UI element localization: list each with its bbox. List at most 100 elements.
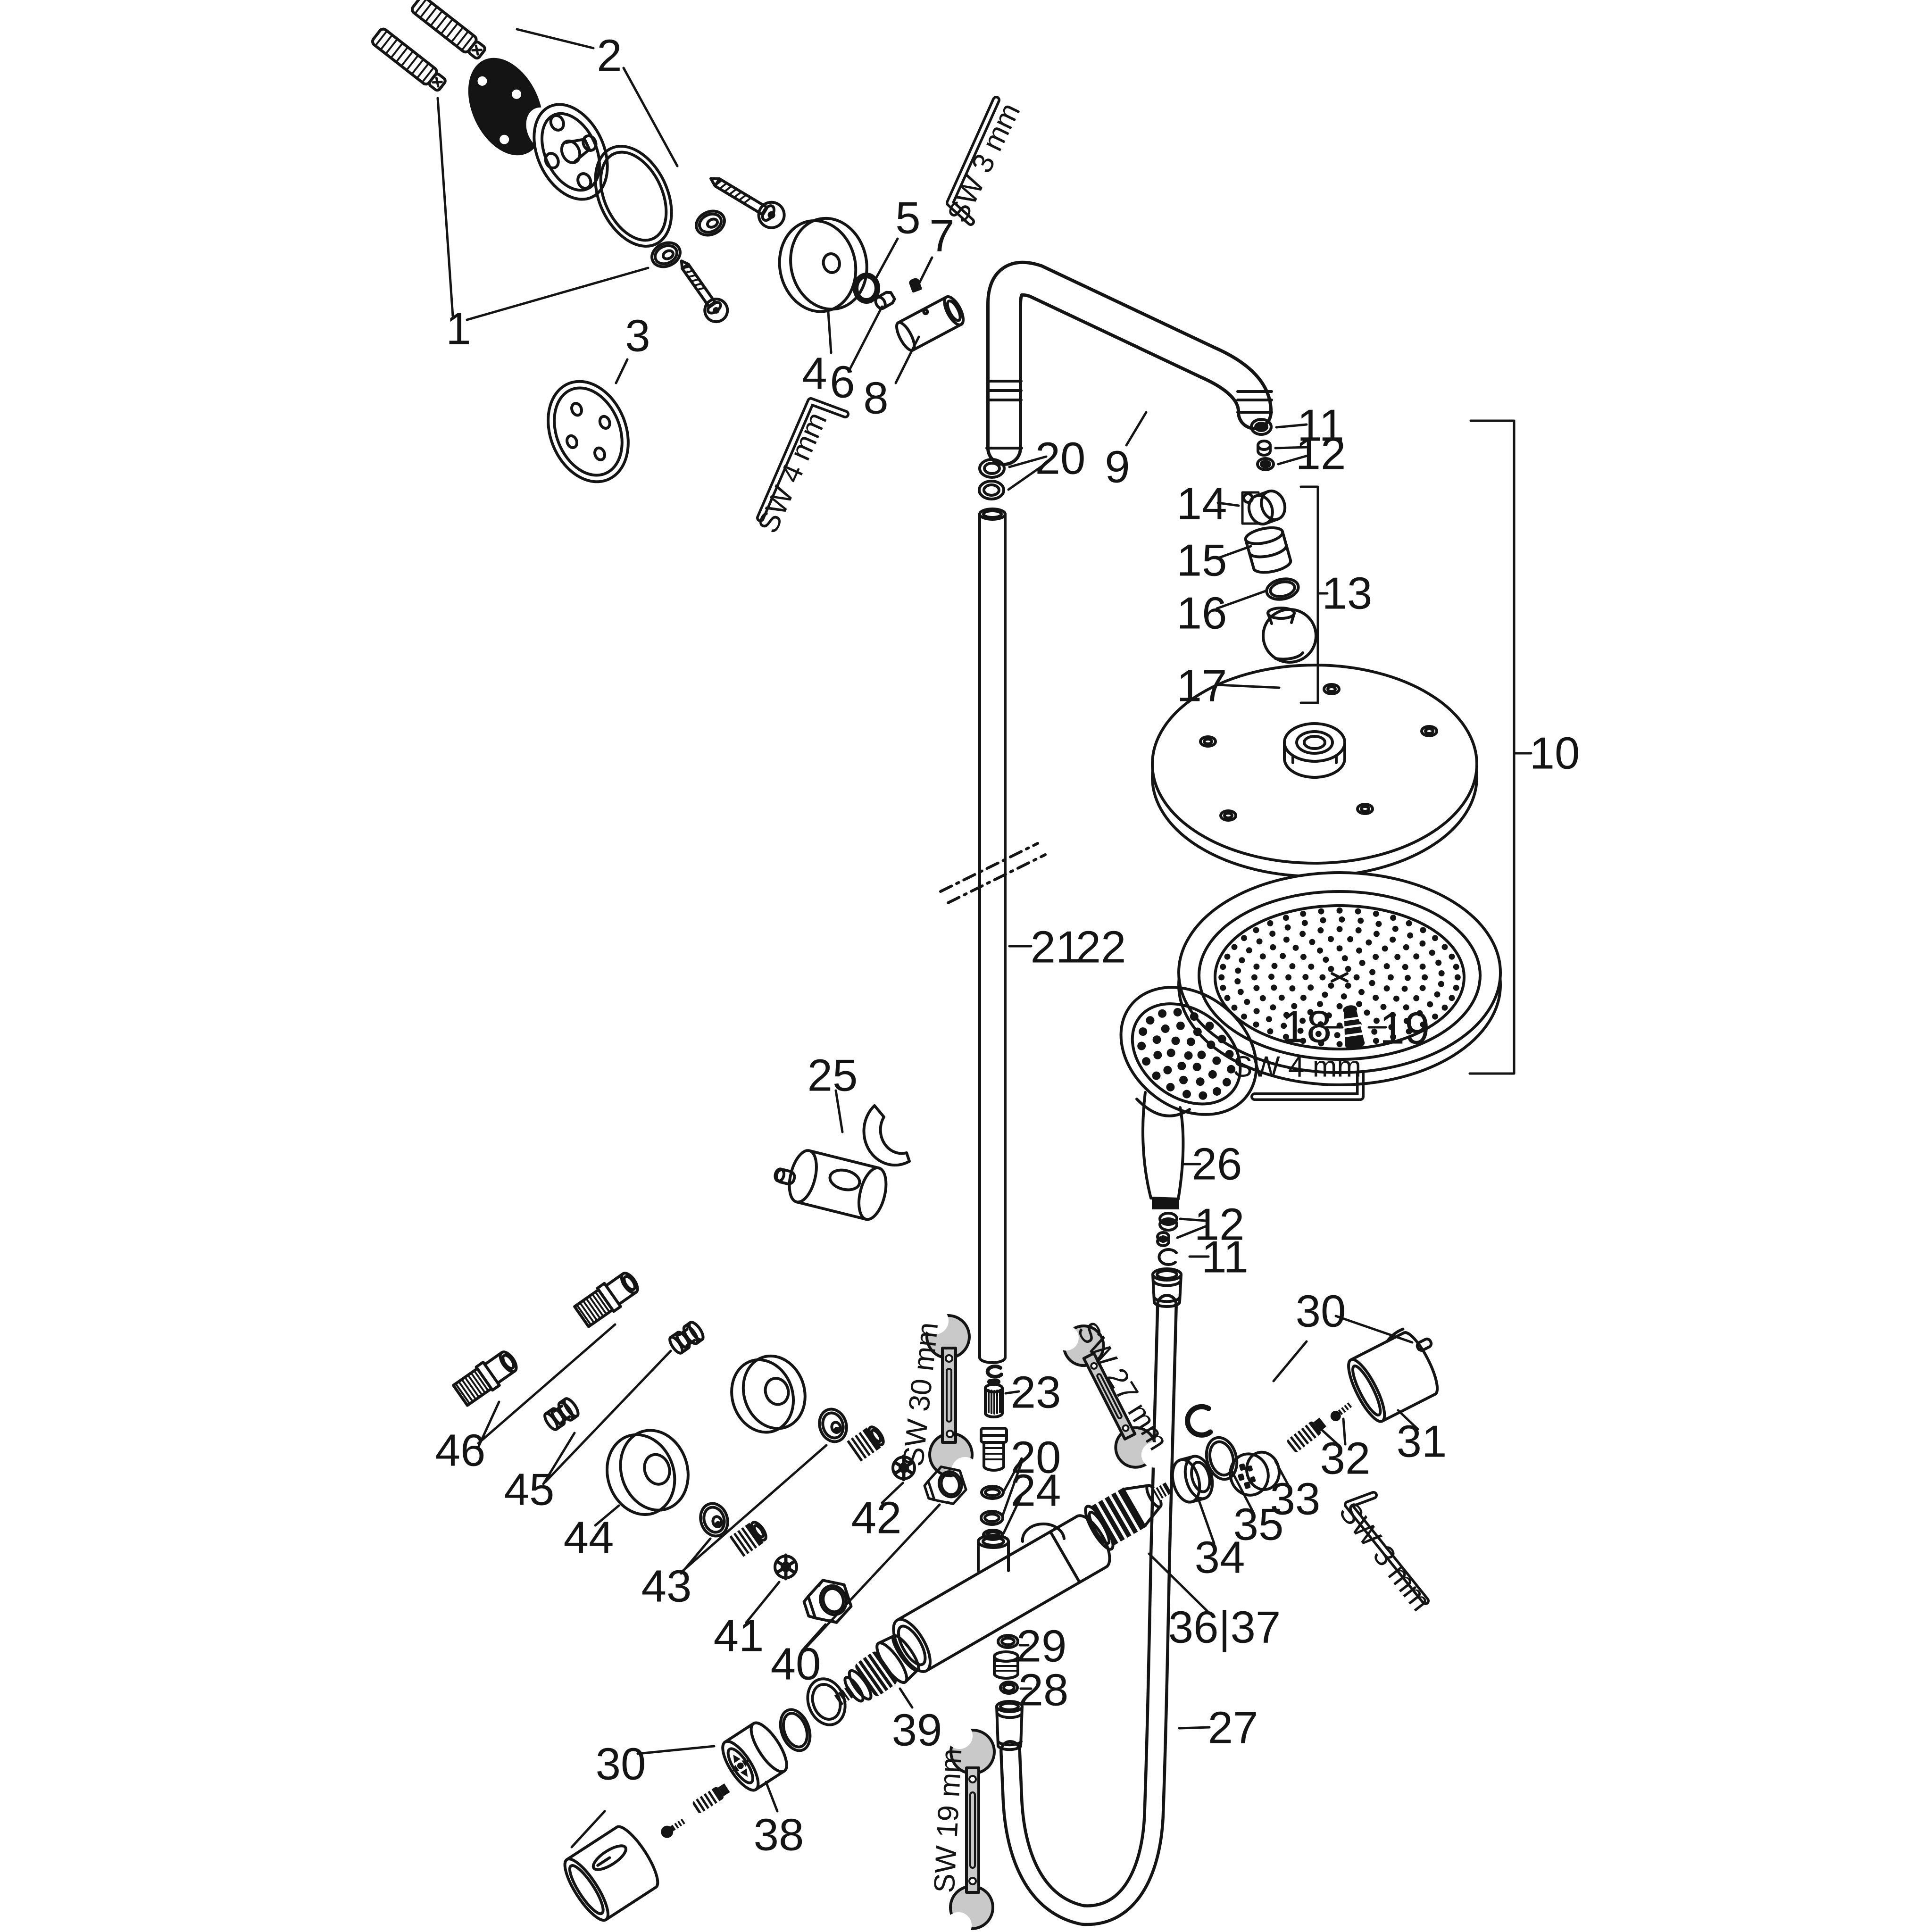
part-label-p20a: 20 <box>1035 433 1086 484</box>
part-label-p32: 32 <box>1320 1433 1371 1484</box>
part-label-p44: 44 <box>564 1513 614 1563</box>
part-label-p34: 34 <box>1195 1532 1245 1583</box>
part-label-p17: 17 <box>1177 661 1227 711</box>
part-label-p9: 9 <box>1105 442 1130 492</box>
screw-32 <box>1330 1402 1352 1422</box>
wrench-sw30 <box>921 1307 979 1484</box>
stud-32 <box>1287 1417 1327 1452</box>
part-label-p45: 45 <box>504 1465 555 1515</box>
thermostat-cartridge <box>1084 1482 1172 1551</box>
hose-fitting-bottom <box>995 1700 1024 1751</box>
adapter-46 <box>573 1272 639 1328</box>
part-label-p1: 1 <box>446 304 471 354</box>
group-brackets <box>1241 419 1532 1075</box>
part-label-p19: 19 <box>1380 1003 1430 1054</box>
part-label-p39: 39 <box>892 1705 942 1756</box>
o-ring-24 <box>982 1529 1004 1541</box>
ball-joint <box>1262 607 1317 664</box>
part-label-p13: 13 <box>1322 568 1373 619</box>
part-label-p46: 46 <box>435 1425 486 1476</box>
part-label-p16: 16 <box>1177 588 1227 639</box>
check-valve-23 <box>984 1379 1004 1418</box>
hand-shower <box>1119 986 1258 1209</box>
part-label-p27: 27 <box>1208 1703 1258 1753</box>
cap-38 <box>721 1721 788 1792</box>
hose-fitting-top <box>1151 1267 1183 1308</box>
filter-washer-43 <box>818 1407 848 1443</box>
o-ring-20 <box>978 458 1006 500</box>
part-label-p25: 25 <box>808 1050 858 1101</box>
overhead-shower-top-plate <box>1151 664 1478 878</box>
wrench-sw19 <box>945 1723 996 1932</box>
screw-30 <box>661 1818 685 1838</box>
part-label-p3637: 36|37 <box>1168 1602 1281 1653</box>
part-label-p33: 33 <box>1270 1474 1321 1524</box>
part-label-p4: 4 <box>802 349 827 399</box>
filter-valve-18-19 <box>1343 1005 1365 1049</box>
part-label-p6: 6 <box>830 357 855 408</box>
part-label-p30a: 30 <box>596 1739 646 1790</box>
tool-label-t-sw4-mid: SW 4 mm <box>1233 1051 1361 1083</box>
mounting-nut <box>1283 722 1346 779</box>
union-nut-40 <box>923 1466 967 1505</box>
ring-14 <box>1247 489 1287 526</box>
part-label-p38: 38 <box>754 1810 804 1860</box>
wrench-sw27 <box>1053 1324 1167 1469</box>
wall-anchor <box>410 0 486 60</box>
o-ring-35 <box>1205 1436 1239 1481</box>
riser-pipe <box>939 508 1047 1364</box>
part-label-p5: 5 <box>895 193 920 243</box>
seal-28 <box>999 1681 1019 1695</box>
part-label-p41: 41 <box>714 1611 764 1661</box>
fitting-45 <box>668 1321 705 1355</box>
part-label-p43: 43 <box>641 1561 692 1612</box>
washer-11-top <box>1250 418 1273 436</box>
part-label-p12b: 12 <box>1194 1199 1245 1250</box>
knob-31 <box>1347 1327 1439 1423</box>
shower-holder <box>774 1104 911 1221</box>
mounting-bracket <box>533 103 609 201</box>
screw <box>680 259 729 324</box>
part-label-p30b: 30 <box>1296 1286 1346 1337</box>
sleeve-8 <box>895 295 965 352</box>
mixer-body <box>892 1514 1111 1673</box>
adapter-28 <box>993 1650 1019 1680</box>
part-label-p22: 22 <box>1076 922 1126 973</box>
shower-arm <box>985 260 1273 466</box>
part-label-p15: 15 <box>1177 535 1227 586</box>
part-label-p21: 21 <box>1031 922 1081 973</box>
snap-ring-11-mid <box>1158 1248 1178 1266</box>
wall-anchor <box>371 27 447 92</box>
bushing <box>729 1521 767 1557</box>
part-label-p10: 10 <box>1530 728 1580 779</box>
allen-key-sw4-topleft <box>756 397 849 522</box>
pin-6 <box>874 291 896 310</box>
seal-12-mid <box>1156 1212 1178 1247</box>
o-ring-38 <box>779 1708 812 1752</box>
part-label-p20b: 20 <box>1011 1432 1061 1483</box>
part-label-p24: 24 <box>1011 1466 1061 1516</box>
part-label-p7: 7 <box>929 211 954 261</box>
retaining-clip <box>1185 1404 1213 1438</box>
o-ring <box>594 145 673 248</box>
part-label-p18: 18 <box>1282 1002 1332 1052</box>
filter-washer-43 <box>699 1502 729 1538</box>
tool-label-t-sw4-topleft: SW 4 mm <box>751 408 833 538</box>
escutcheon-ring-44 <box>730 1354 807 1434</box>
part-label-p14: 14 <box>1177 479 1227 529</box>
o-ring-16 <box>1265 577 1300 601</box>
tool-label-t-sw3-bottom: SW 3 mm <box>1332 1496 1437 1617</box>
overhead-shower-spray-plate <box>1177 871 1502 1086</box>
part-label-p35: 35 <box>1233 1499 1284 1550</box>
sleeve-15 <box>1244 526 1292 574</box>
retaining-ring-38 <box>806 1677 847 1726</box>
part-label-p28: 28 <box>1018 1665 1069 1715</box>
fitting-45 <box>543 1397 580 1431</box>
part-label-p12a: 12 <box>1296 429 1346 479</box>
connector-nipple <box>980 1427 1008 1472</box>
escutcheon-ring-44 <box>606 1429 690 1516</box>
part-label-p11b: 11 <box>1201 1232 1249 1282</box>
gasket-plate <box>468 58 563 156</box>
adapter-46 <box>452 1350 518 1407</box>
